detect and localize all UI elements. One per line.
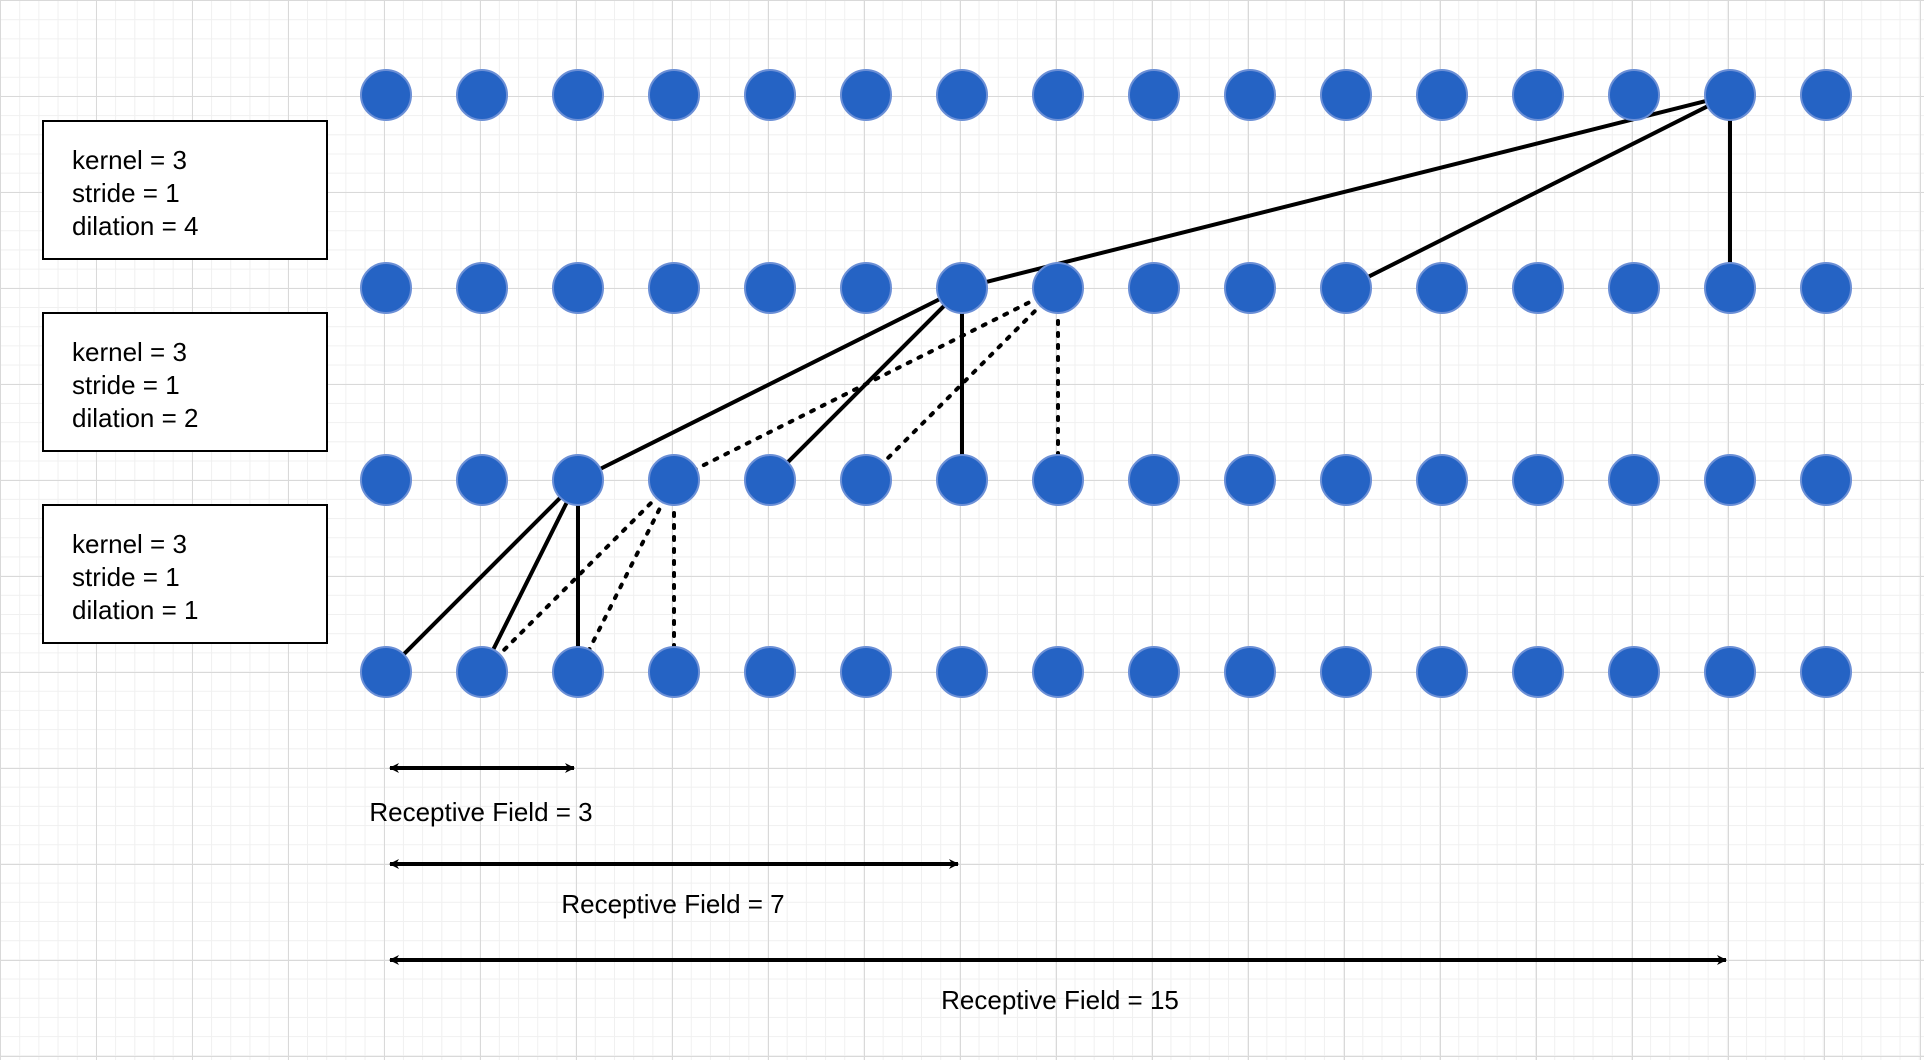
neuron-node — [1704, 262, 1756, 314]
neuron-node — [936, 454, 988, 506]
neuron-node — [744, 454, 796, 506]
stride-label: stride = 1 — [72, 370, 180, 400]
neuron-node — [552, 262, 604, 314]
neuron-node — [1224, 646, 1276, 698]
neuron-node — [1128, 69, 1180, 121]
dilation-label: dilation = 2 — [72, 403, 199, 433]
solid-connection-line — [1363, 102, 1713, 281]
neuron-node — [1800, 454, 1852, 506]
neuron-node — [1608, 646, 1660, 698]
neuron-node — [744, 262, 796, 314]
dilation-label: dilation = 4 — [72, 211, 199, 241]
dilation-label: dilation = 1 — [72, 595, 199, 625]
solid-connection-line — [399, 493, 565, 659]
neuron-node — [648, 69, 700, 121]
neuron-node — [1032, 262, 1084, 314]
solid-connection-line — [595, 295, 945, 473]
dotted-connection-line — [878, 300, 1046, 468]
neuron-node — [1320, 454, 1372, 506]
neuron-node — [648, 454, 700, 506]
neuron-node — [1608, 262, 1660, 314]
neuron-node — [1608, 69, 1660, 121]
receptive-field-7-label: Receptive Field = 7 — [561, 889, 785, 919]
neuron-node — [744, 69, 796, 121]
neuron-node — [360, 454, 412, 506]
stride-label: stride = 1 — [72, 178, 180, 208]
neuron-node — [1224, 262, 1276, 314]
kernel-label: kernel = 3 — [72, 337, 187, 367]
neuron-node — [1128, 262, 1180, 314]
neuron-node — [840, 69, 892, 121]
neuron-node — [552, 646, 604, 698]
neuron-node — [936, 262, 988, 314]
solid-connection-line — [489, 497, 571, 655]
neuron-node — [1800, 646, 1852, 698]
solid-connection-line — [981, 98, 1711, 285]
neuron-node — [456, 646, 508, 698]
neuron-node — [1416, 262, 1468, 314]
neuron-node — [552, 454, 604, 506]
neuron-node — [1800, 262, 1852, 314]
neuron-node — [1416, 69, 1468, 121]
neuron-node — [648, 646, 700, 698]
neuron-node — [1224, 69, 1276, 121]
neuron-node — [1320, 262, 1372, 314]
neuron-node — [1512, 262, 1564, 314]
kernel-label: kernel = 3 — [72, 145, 187, 175]
neuron-node — [1704, 454, 1756, 506]
dotted-connection-line — [494, 492, 662, 660]
neuron-node — [456, 69, 508, 121]
neuron-node — [1032, 646, 1084, 698]
neuron-node — [1416, 454, 1468, 506]
neuron-node — [1128, 646, 1180, 698]
neuron-node — [840, 262, 892, 314]
neuron-node — [936, 646, 988, 698]
neuron-node — [1512, 454, 1564, 506]
neuron-node — [360, 69, 412, 121]
neuron-node — [840, 454, 892, 506]
neuron-node — [456, 262, 508, 314]
neuron-node — [1320, 646, 1372, 698]
neuron-node — [744, 646, 796, 698]
receptive-field-3-label: Receptive Field = 3 — [369, 797, 593, 827]
neuron-node — [1224, 454, 1276, 506]
neuron-node — [360, 646, 412, 698]
layer-box-dilation-4: kernel = 3 stride = 1 dilation = 4 — [42, 120, 328, 260]
neuron-node — [648, 262, 700, 314]
dotted-connection-line — [585, 496, 667, 656]
receptive-field-15-label: Receptive Field = 15 — [941, 985, 1179, 1015]
neuron-node — [1608, 454, 1660, 506]
neuron-node — [1512, 646, 1564, 698]
neuron-node — [1416, 646, 1468, 698]
neuron-node — [552, 69, 604, 121]
neuron-node — [1704, 646, 1756, 698]
neuron-node — [456, 454, 508, 506]
neuron-node — [936, 69, 988, 121]
layer-box-dilation-1: kernel = 3 stride = 1 dilation = 1 — [42, 504, 328, 644]
neuron-node — [1320, 69, 1372, 121]
neuron-node — [360, 262, 412, 314]
neuron-node — [1032, 69, 1084, 121]
stride-label: stride = 1 — [72, 562, 180, 592]
dotted-connection-line — [690, 295, 1042, 473]
neuron-node — [1800, 69, 1852, 121]
neuron-node — [1128, 454, 1180, 506]
kernel-label: kernel = 3 — [72, 529, 187, 559]
neuron-node — [1704, 69, 1756, 121]
neuron-node — [1512, 69, 1564, 121]
neuron-node — [1032, 454, 1084, 506]
layer-box-dilation-2: kernel = 3 stride = 1 dilation = 2 — [42, 312, 328, 452]
neuron-node — [840, 646, 892, 698]
